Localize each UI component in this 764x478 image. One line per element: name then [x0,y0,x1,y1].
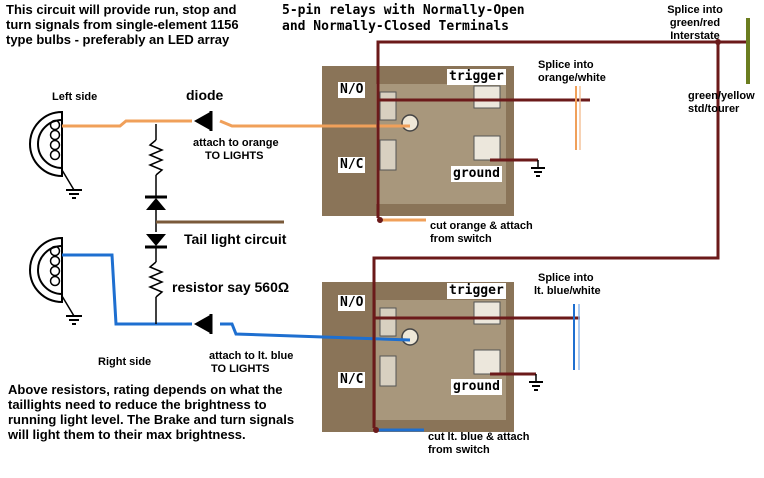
note-line: Above resistors, rating depends on what … [8,382,283,397]
left-lamp-coil [49,139,61,151]
green-yellow-label: green/yellow std/tourer [688,90,755,116]
relay-bottom-terminal [379,307,397,337]
relay-bottom-no-label: N/O [338,295,366,311]
splice-blue-line: Splice into [538,272,594,284]
relay-top-ground-label: ground [451,166,502,182]
description-line: This circuit will provide run, stop and [6,2,237,17]
ladder-diode-lower [146,234,166,246]
relay-top-nc-label: N/C [338,157,366,173]
right-side-label: Right side [98,356,152,368]
resistor-top [148,139,164,176]
blue-wire-to-relay [220,322,411,342]
cut-blue-node [373,427,379,433]
left-lamp-ground-lead [61,169,75,191]
relay-bottom-trigger-label: trigger [447,283,506,299]
attach-orange-line: attach to orange [193,137,279,149]
resistor-bottom [148,261,164,298]
relay-top-terminal [473,85,501,109]
note: Above resistors, rating depends on what … [8,382,294,442]
left-lamp-coil [49,149,61,161]
relay-top-terminal [379,139,397,171]
splice-node [715,39,721,45]
splice-interstate-line: Interstate [670,30,720,42]
cut-blue-line: cut lt. blue & attach [428,431,530,443]
splice-interstate-line: green/red [669,17,721,29]
right-lamp-coil [49,275,61,287]
attach-orange-line: TO LIGHTS [205,150,264,162]
relay-bottom-terminal [379,355,397,387]
relay-heading-line: and Normally-Closed Terminals [282,19,509,34]
note-line: running light level. The Brake and turn … [8,412,295,427]
relay-top-terminal [473,135,501,161]
relay-bottom-terminal [473,301,501,325]
right-lamp-coil [49,255,61,267]
tail-light-label: Tail light circuit [184,231,287,247]
description: This circuit will provide run, stop and … [6,2,239,47]
relay-top-ground-symbol [531,160,545,177]
cut-blue-line: from switch [428,444,490,456]
cut-orange-node [377,217,383,223]
resistor-label: resistor say 560Ω [172,279,290,295]
left-lamp [29,110,82,199]
blue-wire [62,253,192,326]
splice-orange-line: orange/white [538,72,606,84]
relay-bottom-center-screw [401,328,419,346]
relay-bottom-nc-label: N/C [338,372,366,388]
cut-orange-line: cut orange & attach [430,220,533,232]
relay-bottom [322,282,514,432]
left-lamp-coil [49,129,61,141]
orange-wire-to-relay [219,119,410,128]
attach-blue-label: attach to lt. blue TO LIGHTS [209,350,293,376]
note-line: will light them to their max brightness. [8,427,246,442]
right-lamp-coil [49,245,61,257]
relay-top-center-screw [401,114,419,132]
relay-top-no-label: N/O [338,82,366,98]
relay-bottom-ground-label: ground [451,379,502,395]
orange-wire [62,119,192,128]
attach-blue-line: attach to lt. blue [209,350,294,362]
splice-orange-label: Splice into orange/white [538,59,606,85]
right-lamp [29,236,82,325]
cut-orange-line: from switch [430,233,492,245]
left-lamp-coil [49,119,61,131]
green-yellow-line: green/yellow [688,90,755,102]
relay-heading-line: 5-pin relays with Normally-Open [282,3,525,18]
splice-interstate-label: Splice into green/red Interstate [640,4,750,43]
left-lamp-housing [29,110,63,178]
relay-bottom-ground-symbol [529,374,543,391]
diode-bottom [194,314,213,334]
left-lamp-lens [37,119,63,169]
splice-orange-line: Splice into [538,59,594,71]
relay-bottom-terminal [473,349,501,375]
dark-wire-bottom-trigger [372,42,720,428]
left-side-label: Left side [52,91,98,103]
description-line: turn signals from single-element 1156 [6,17,239,32]
cut-blue-label: cut lt. blue & attach from switch [428,431,529,457]
relay-heading: 5-pin relays with Normally-Open and Norm… [282,3,525,35]
relay-top-terminal [379,91,397,121]
right-lamp-ground-lead [61,295,75,317]
dark-wire-top-trigger [376,40,748,218]
green-yellow-line: std/tourer [688,103,740,115]
attach-blue-line: TO LIGHTS [211,363,270,375]
diode-top [194,111,213,131]
relay-top-trigger-label: trigger [447,69,506,85]
splice-blue-line: lt. blue/white [534,285,601,297]
relay-top [322,66,514,216]
description-line: type bulbs - preferably an LED array [6,32,230,47]
ladder-diode-upper [146,198,166,210]
right-lamp-housing [29,236,63,304]
note-line: taillights need to reduce the brightness… [8,397,267,412]
splice-interstate-line: Splice into [667,4,723,16]
attach-orange-label: attach to orange TO LIGHTS [193,137,279,163]
right-lamp-coil [49,265,61,277]
right-lamp-lens [37,245,63,295]
diode-label: diode [186,87,224,103]
resistor-ladder [145,124,167,324]
splice-blue-label: Splice into lt. blue/white [534,272,601,298]
cut-orange-label: cut orange & attach from switch [430,220,533,246]
